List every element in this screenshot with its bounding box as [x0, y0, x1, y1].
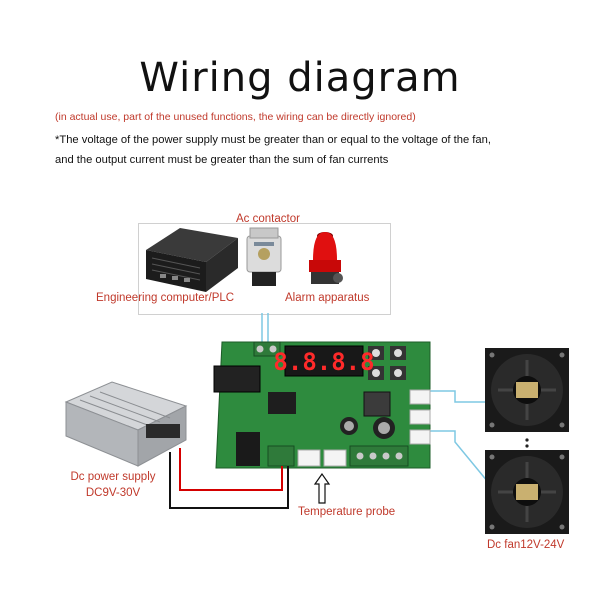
- warning-line-2: and the output current must be greater t…: [55, 154, 389, 166]
- display-digits: 8.8.8.8: [273, 348, 374, 376]
- alarm-beacon-image: [309, 232, 343, 284]
- label-dc-fan: Dc fan12V-24V: [487, 539, 565, 551]
- probe-arrow-icon: [313, 472, 331, 504]
- label-power-supply: Dc power supply: [70, 471, 156, 483]
- fan-ellipsis-icon: [525, 438, 529, 448]
- label-engineering-computer: Engineering computer/PLC: [96, 292, 235, 304]
- usage-note: (in actual use, part of the unused funct…: [55, 111, 416, 123]
- label-temperature-probe: Temperature probe: [298, 506, 396, 518]
- power-wire-black: [169, 452, 289, 509]
- label-power-supply-voltage: DC9V-30V: [85, 487, 141, 499]
- signal-wires: [261, 313, 489, 483]
- dc-fan-image-top: [485, 348, 569, 432]
- ac-contactor-image: [246, 227, 282, 286]
- label-alarm-apparatus: Alarm apparatus: [285, 292, 370, 304]
- engineering-computer-image: [146, 228, 238, 292]
- diagram-title: Wiring diagram: [139, 55, 461, 101]
- dc-fan-image-bottom: [485, 450, 569, 534]
- warning-line-1: *The voltage of the power supply must be…: [55, 134, 491, 146]
- label-ac-contactor: Ac contactor: [236, 213, 300, 225]
- power-wire-red: [179, 448, 283, 491]
- controller-board-image: [213, 341, 431, 469]
- dc-power-supply-image: [64, 381, 188, 467]
